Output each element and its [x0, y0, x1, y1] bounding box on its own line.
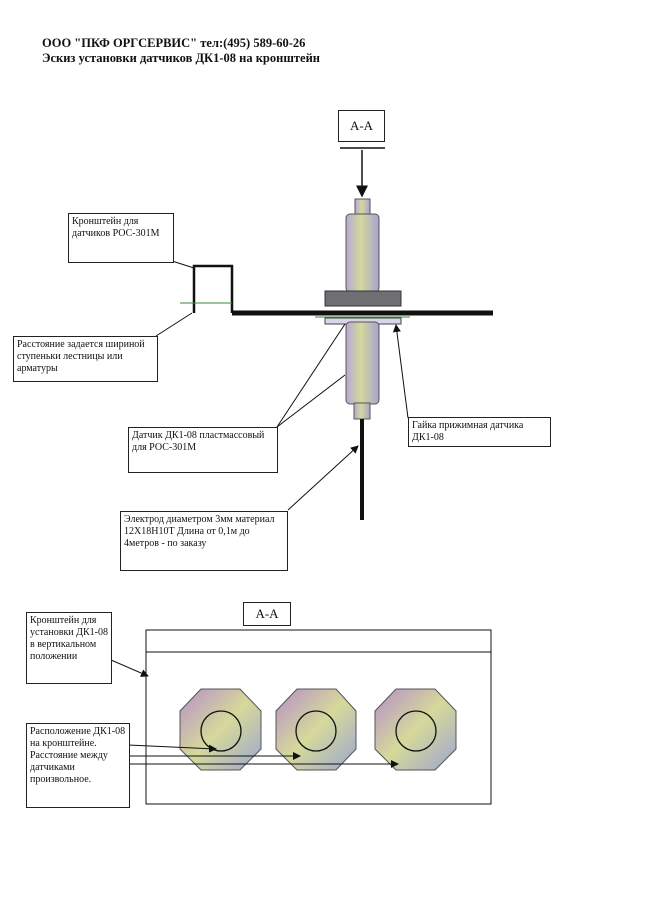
leader-distance	[155, 312, 193, 337]
leader-placement-1	[127, 744, 217, 753]
sensor-octagon-3	[374, 688, 457, 771]
vertical-bracket-frame	[145, 629, 492, 805]
leader-bracket	[171, 260, 195, 269]
clamping-nut	[324, 290, 402, 307]
sensor-upper-body	[345, 213, 380, 293]
sensor-top-cap	[354, 198, 371, 217]
label-bracket-vertical: Кронштейн для установки ДК1-08 в вертика…	[26, 612, 112, 684]
sensor-ring-3	[395, 710, 437, 752]
section-mark-bottom: А-А	[243, 602, 291, 626]
sensor-ring-1	[200, 710, 242, 752]
label-placement: Расположение ДК1-08 на кронштейне. Расст…	[26, 723, 130, 808]
sensor-ring-2	[295, 710, 337, 752]
leader-electrode	[287, 445, 359, 511]
diagram-title: Эскиз установки датчиков ДК1-08 на кронш…	[42, 51, 320, 65]
label-electrode: Электрод диаметром 3мм материал 12Х18Н10…	[120, 511, 288, 571]
leader-bracket-vertical	[110, 659, 149, 677]
label-nut: Гайка прижимная датчика ДК1-08	[408, 417, 551, 447]
leader-nut	[392, 324, 409, 419]
sensor-octagon-2	[275, 688, 357, 771]
sensor-octagon-1	[179, 688, 262, 771]
section-mark-top: А-А	[338, 110, 385, 142]
company-line: ООО "ПКФ ОРГСЕРВИС" тел:(495) 589-60-26	[42, 36, 306, 50]
label-sensor: Датчик ДК1-08 пластмассовый для РОС-301М	[128, 427, 278, 473]
header: ООО "ПКФ ОРГСЕРВИС" тел:(495) 589-60-26 …	[42, 36, 320, 66]
sensor-bottom-cap	[353, 402, 371, 420]
leader-sensor-1	[276, 323, 346, 428]
label-distance: Расстояние задается шириной ступеньки ле…	[13, 336, 158, 382]
leader-sensor-2	[276, 374, 346, 428]
bracket-profile	[192, 264, 234, 313]
label-bracket: Кронштейн для датчиков РОС-301М	[68, 213, 174, 263]
sensor-lower-body	[345, 321, 380, 405]
